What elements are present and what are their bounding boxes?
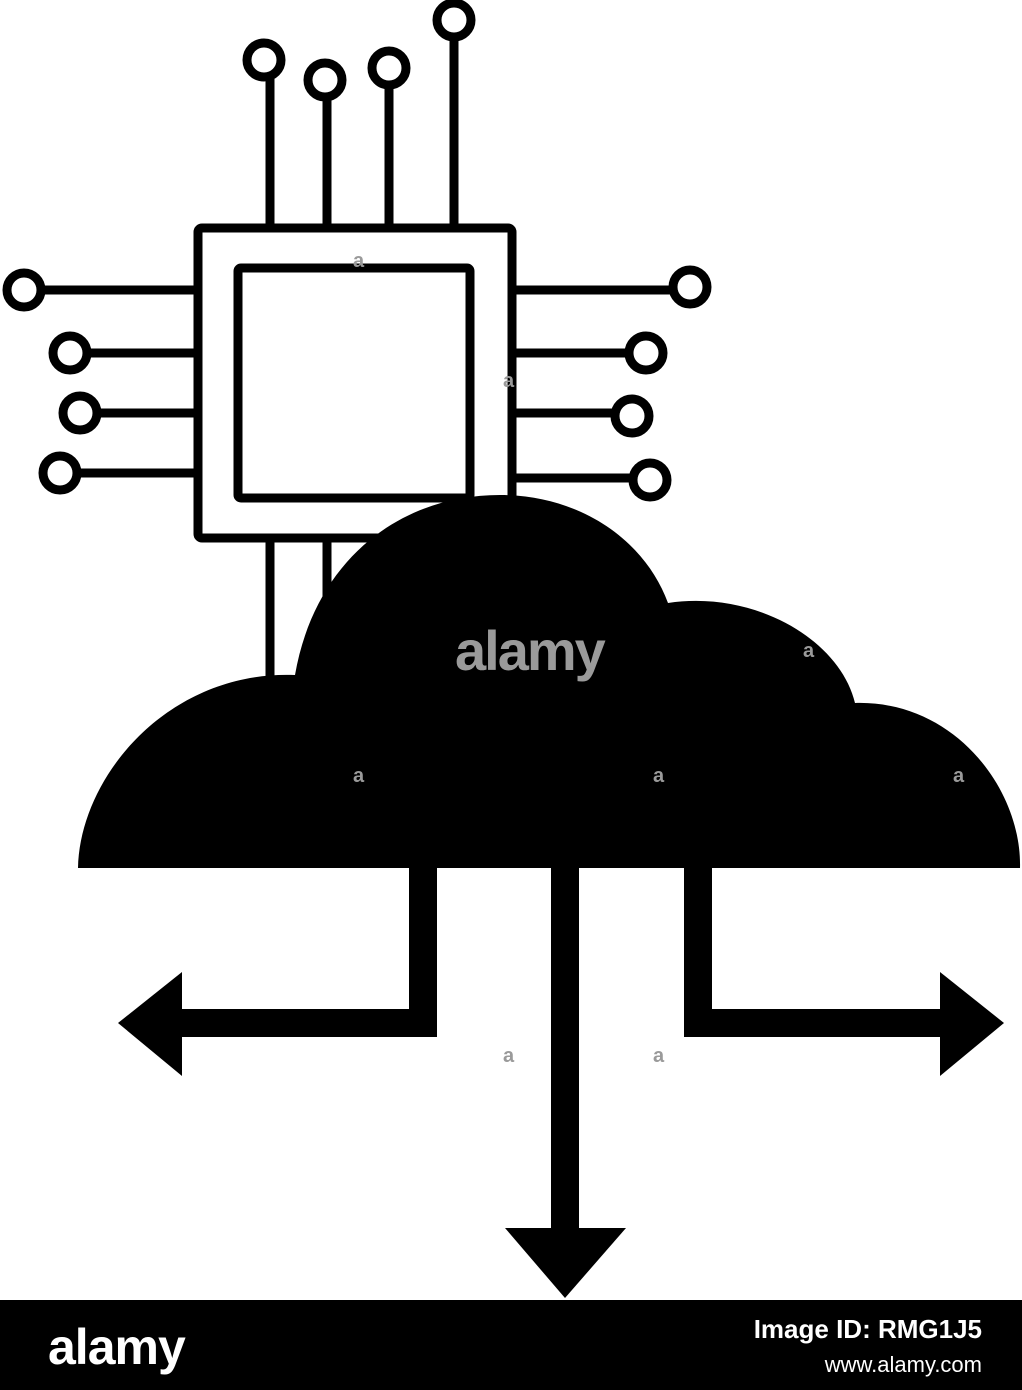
watermark-mark: a [653,1045,665,1067]
watermark-mark: a [653,765,665,787]
arrow-right-icon [940,972,1004,1076]
watermark-mark: a [353,250,365,272]
watermark-mark: a [353,765,365,787]
watermark-mark: a [503,1045,515,1067]
cloud-icon [78,495,1021,868]
arrow-lines [165,860,950,1235]
watermark-mark: a [503,370,515,392]
watermark-center: alamy [455,619,606,682]
watermark-mark: a [953,765,965,787]
watermark-mark: a [803,640,815,662]
footer-url: www.alamy.com [824,1352,982,1377]
image-id-label: Image ID: RMG1J5 [753,1314,982,1344]
cloud-computing-illustration [2,0,1021,1298]
arrow-down-icon [505,1228,626,1298]
footer-logo: alamy [48,1319,186,1375]
microchip-icon [2,0,712,695]
footer-bar: alamy Image ID: RMG1J5 www.alamy.com [0,1300,1022,1390]
arrow-left-icon [118,972,182,1076]
